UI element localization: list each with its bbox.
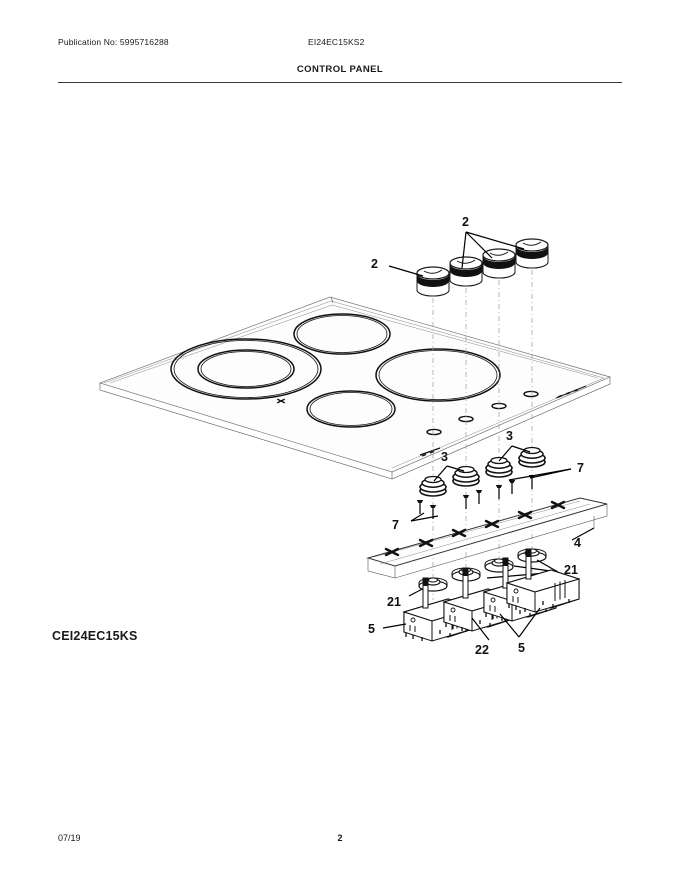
- burner-front-right: [375, 348, 501, 402]
- callout-22-bracket: 22: [475, 643, 489, 657]
- burner-rear-right: [293, 313, 391, 355]
- callout-2-group: 2: [462, 215, 469, 229]
- knob-4: [515, 238, 549, 269]
- callout-numbers: 2 2 3 3 7 7 4 21 21 5 5 22: [368, 215, 584, 657]
- nut-3: [484, 558, 514, 573]
- callout-5-left: 5: [368, 622, 375, 636]
- bezel-1: [419, 475, 447, 497]
- callout-3-left: 3: [441, 450, 448, 464]
- callout-4-panel: 4: [574, 536, 581, 550]
- screw-1: [416, 500, 424, 514]
- callout-21-right: 21: [564, 563, 578, 577]
- mounting-screws: [410, 468, 572, 522]
- bezel-rings: [419, 445, 546, 497]
- burner-rear-left-dual: [170, 338, 322, 400]
- callout-7-right: 7: [577, 461, 584, 475]
- model-caption: CEI24EC15KS: [52, 629, 138, 643]
- screw-4: [475, 490, 483, 504]
- bezel-4: [518, 446, 546, 468]
- control-knobs: [388, 231, 549, 297]
- model-number: EI24EC15KS2: [308, 37, 365, 47]
- footer-page-number: 2: [337, 833, 343, 843]
- publication-number: Publication No: 5995716288: [58, 37, 169, 47]
- knob-2: [449, 256, 483, 287]
- callout-3-right: 3: [506, 429, 513, 443]
- footer-date: 07/19: [58, 833, 81, 843]
- infinite-switches: [382, 548, 580, 642]
- callout-21-left: 21: [387, 595, 401, 609]
- cooktop-glass-panel: [98, 296, 612, 480]
- burner-front-left: [306, 390, 396, 428]
- screw-3: [462, 495, 470, 509]
- screw-5: [495, 485, 503, 499]
- callout-7-left: 7: [392, 518, 399, 532]
- callout-2-left: 2: [371, 257, 378, 271]
- page-title: CONTROL PANEL: [296, 64, 384, 75]
- screw-6: [508, 480, 516, 494]
- knob-1: [416, 266, 450, 297]
- control-panel-bar: [366, 497, 608, 579]
- nut-4: [517, 548, 547, 563]
- burner-elements: [170, 313, 501, 428]
- header-divider: [58, 82, 622, 83]
- callout-5-right: 5: [518, 641, 525, 655]
